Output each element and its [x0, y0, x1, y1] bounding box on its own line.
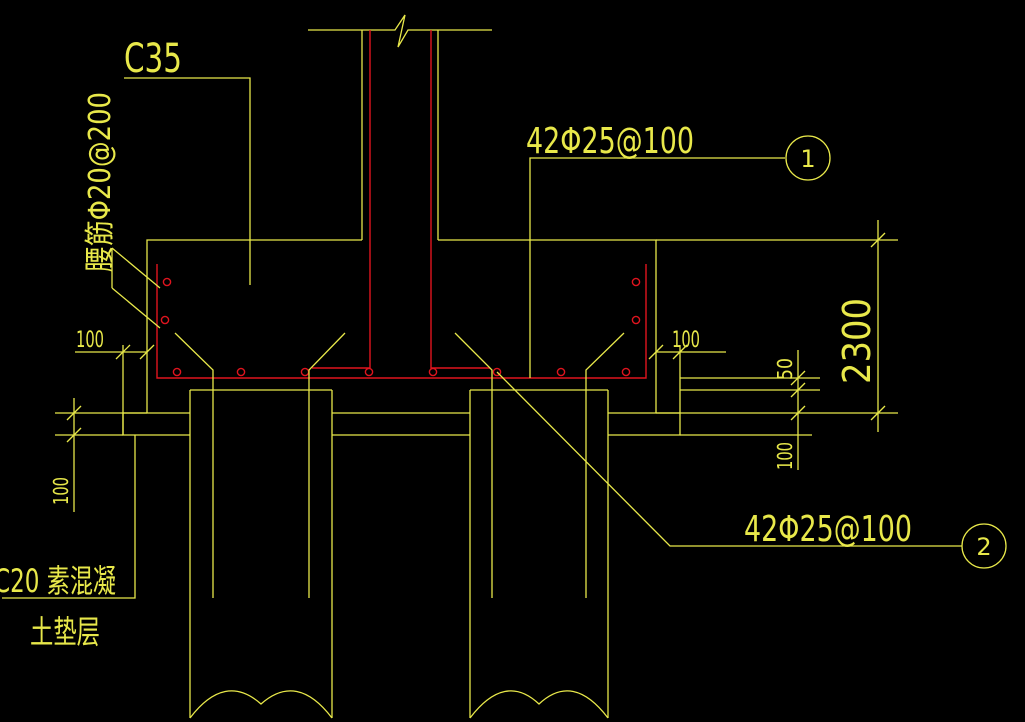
pile-right — [469, 389, 609, 719]
cushion-note-line2: 土垫层 — [30, 613, 100, 651]
concrete-grade-label: C35 — [124, 36, 182, 82]
column-rebar — [312, 30, 490, 369]
dimension-lines — [55, 220, 886, 512]
cap-rebar-cage — [156, 264, 647, 379]
cover-dimension: 50 — [773, 358, 797, 380]
reference-marker-2: 2 — [961, 523, 1007, 569]
marker-1-label: 1 — [800, 145, 815, 173]
waist-bar-label: 腰筋Φ20@200 — [83, 92, 118, 272]
right-cushion-dimension: 100 — [773, 442, 797, 470]
pile-cap-outline — [146, 239, 898, 414]
left-offset-dimension: 100 — [76, 328, 104, 353]
left-cushion-dimension: 100 — [49, 477, 73, 505]
marker-2-label: 2 — [976, 533, 991, 561]
pile-left — [189, 389, 333, 719]
pile-anchorage-lines — [174, 332, 625, 390]
leader-lines — [2, 77, 962, 599]
reference-marker-1: 1 — [785, 135, 831, 181]
right-offset-dimension: 100 — [672, 328, 700, 353]
bottom-rebar-label: 42Φ25@100 — [744, 509, 912, 550]
cap-height-dimension: 2300 — [835, 298, 879, 384]
cushion-note-line1: C20 素混凝 — [0, 562, 116, 600]
column-outline — [308, 14, 492, 240]
top-rebar-label: 42Φ25@100 — [526, 121, 694, 162]
rebar-dots — [160, 277, 641, 377]
cushion-layer — [122, 412, 898, 436]
